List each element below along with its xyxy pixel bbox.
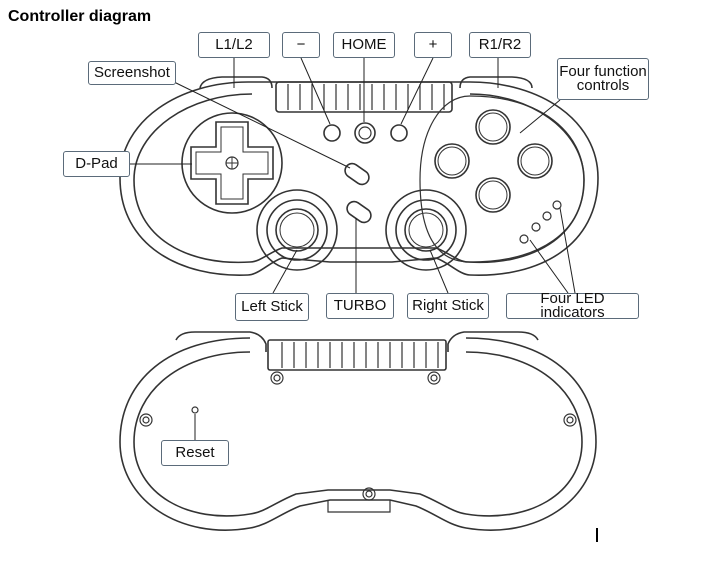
face-button-bottom-icon [475, 177, 511, 213]
back-grip-ridges [281, 342, 439, 368]
screw-icons [139, 371, 577, 501]
label-minus: − [282, 32, 320, 58]
label-plus: + [414, 32, 452, 58]
diagram-title: Controller diagram [8, 8, 152, 25]
text-cursor-mark [596, 528, 598, 542]
label-r1r2: R1/R2 [469, 32, 531, 58]
leader-lines [130, 57, 576, 440]
face-button-right-icon [517, 143, 553, 179]
label-dpad: D-Pad [63, 151, 130, 177]
turbo-button-icon [346, 200, 372, 224]
minus-button-icon [323, 124, 341, 142]
face-button-top-icon [475, 109, 511, 145]
label-turbo: TURBO [326, 293, 394, 319]
label-four-led-indicators: Four LED indicators [506, 291, 639, 320]
label-four-function-controls: Four function controls [557, 58, 649, 100]
label-right-stick: Right Stick [407, 293, 489, 319]
plus-button-icon [390, 124, 408, 142]
label-screenshot: Screenshot [88, 61, 176, 85]
dpad-icon [190, 121, 274, 205]
face-button-left-icon [434, 143, 470, 179]
screenshot-button-icon [344, 162, 370, 186]
dpad-well [181, 112, 283, 214]
left-stick-icon [256, 189, 338, 271]
label-home: HOME [333, 32, 395, 58]
home-button-icon [354, 122, 376, 144]
label-l1l2: L1/L2 [198, 32, 270, 58]
reset-hole-icon [191, 406, 199, 414]
front-grip-ridges [287, 84, 445, 110]
label-reset: Reset [161, 440, 229, 466]
right-stick-icon [385, 189, 467, 271]
label-left-stick: Left Stick [235, 293, 309, 321]
led-indicators-icon [519, 200, 562, 244]
controller-back-body [119, 331, 597, 531]
